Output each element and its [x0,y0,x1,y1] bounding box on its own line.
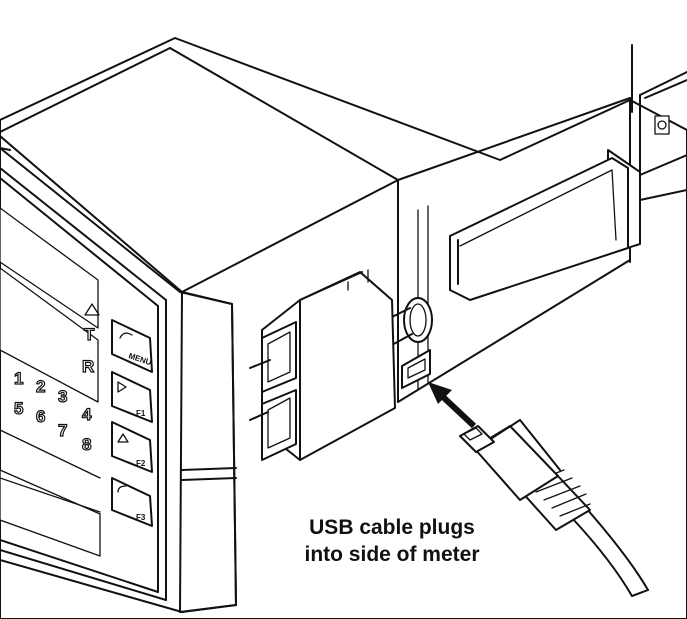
enter-icon [117,485,127,493]
panel-labels: T R 1 2 3 4 5 6 7 8 [13,303,100,455]
digit-6: 6 [36,407,45,426]
indicator-t: T [84,325,95,344]
digit-4: 4 [82,405,92,424]
menu-key[interactable]: MENU [111,319,153,373]
arrow-head-icon [428,382,452,404]
indicator-r: R [82,357,94,376]
usb-cable [459,419,649,597]
f3-key[interactable]: F3 [111,477,153,527]
digit-8: 8 [82,435,91,454]
play-icon [117,381,127,393]
svg-text:F1: F1 [136,409,146,418]
side-panel [401,149,641,391]
f1-key[interactable]: F1 [111,371,153,423]
svg-text:F2: F2 [136,459,146,468]
digit-3: 3 [58,387,67,406]
svg-text:F3: F3 [136,513,146,522]
usb-port [401,349,431,389]
keypad: MENU F1 F2 F3 [111,319,153,527]
terminal-connector [249,269,433,461]
up-icon [117,433,129,443]
return-icon [119,332,133,339]
caption-line-2: into side of meter [304,543,480,566]
caption-line-1: USB cable plugs [309,516,475,539]
insertion-arrow [428,382,477,429]
digit-1: 1 [14,369,23,388]
digit-2: 2 [36,377,45,396]
digit-7: 7 [58,421,67,440]
f2-key[interactable]: F2 [111,421,153,473]
usb-caption: USB cable plugs into side of meter [262,514,522,568]
up-arrow-icon [84,303,100,316]
display-area [0,207,101,557]
digit-5: 5 [14,399,23,418]
